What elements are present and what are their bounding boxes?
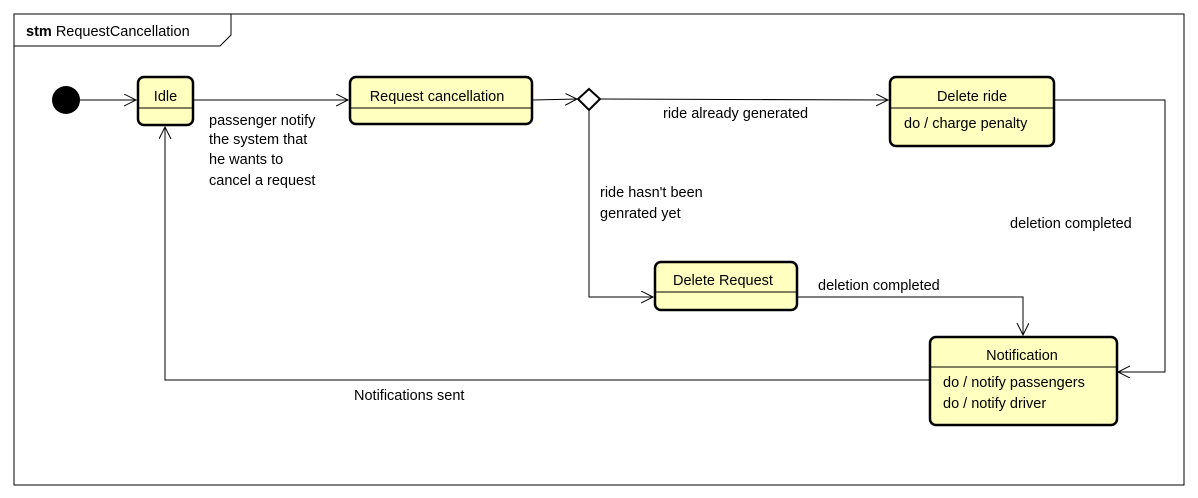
label-delete-request-done: deletion completed — [818, 278, 940, 294]
state-idle-name: Idle — [154, 89, 177, 105]
state-notification-activity-2: do / notify driver — [943, 396, 1046, 412]
state-delete-ride[interactable]: Delete ride do / charge penalty — [888, 75, 1056, 148]
transition-choice-delete-request — [588, 110, 653, 297]
label-ride-not-generated-line-1: ride hasn't been — [600, 185, 703, 201]
label-ride-not-generated: ride hasn't been genrated yet — [600, 185, 703, 222]
state-delete-request[interactable]: Delete Request — [653, 260, 799, 312]
frame-tab — [14, 14, 232, 47]
label-idle-to-request-line-4: cancel a request — [209, 173, 315, 189]
state-notification[interactable]: Notification do / notify passengers do /… — [928, 335, 1119, 427]
frame-name: RequestCancellation — [56, 24, 190, 40]
transition-delete-ride-notification — [1055, 99, 1166, 372]
state-notification-name: Notification — [986, 348, 1058, 364]
label-idle-to-request: passenger notify the system that he want… — [209, 113, 316, 189]
transition-notification-idle — [165, 127, 929, 381]
state-idle[interactable]: Idle — [136, 75, 195, 127]
frame-title: stm RequestCancellation — [26, 24, 190, 40]
label-ride-generated: ride already generated — [663, 106, 808, 122]
state-notification-activity-1: do / notify passengers — [943, 375, 1085, 391]
state-request-cancellation-name: Request cancellation — [370, 89, 505, 105]
initial-node — [52, 86, 80, 114]
transition-choice-delete-ride — [599, 99, 888, 100]
label-ride-not-generated-line-2: genrated yet — [600, 206, 681, 222]
state-delete-request-name: Delete Request — [673, 273, 773, 289]
transition-delete-request-notification — [797, 296, 1023, 335]
label-idle-to-request-line-3: he wants to — [209, 152, 283, 168]
label-idle-to-request-line-1: passenger notify — [209, 113, 316, 129]
label-delete-ride-done: deletion completed — [1010, 216, 1132, 232]
state-request-cancellation[interactable]: Request cancellation — [348, 75, 534, 126]
label-idle-to-request-line-2: the system that — [209, 132, 307, 148]
frame-keyword: stm — [26, 24, 52, 40]
state-delete-ride-activity: do / charge penalty — [904, 116, 1028, 132]
transition-request-choice — [532, 99, 577, 100]
diagram-frame — [13, 13, 1185, 486]
label-notifications-sent: Notifications sent — [354, 388, 464, 404]
choice-node — [576, 87, 602, 112]
state-delete-ride-name: Delete ride — [937, 89, 1007, 105]
